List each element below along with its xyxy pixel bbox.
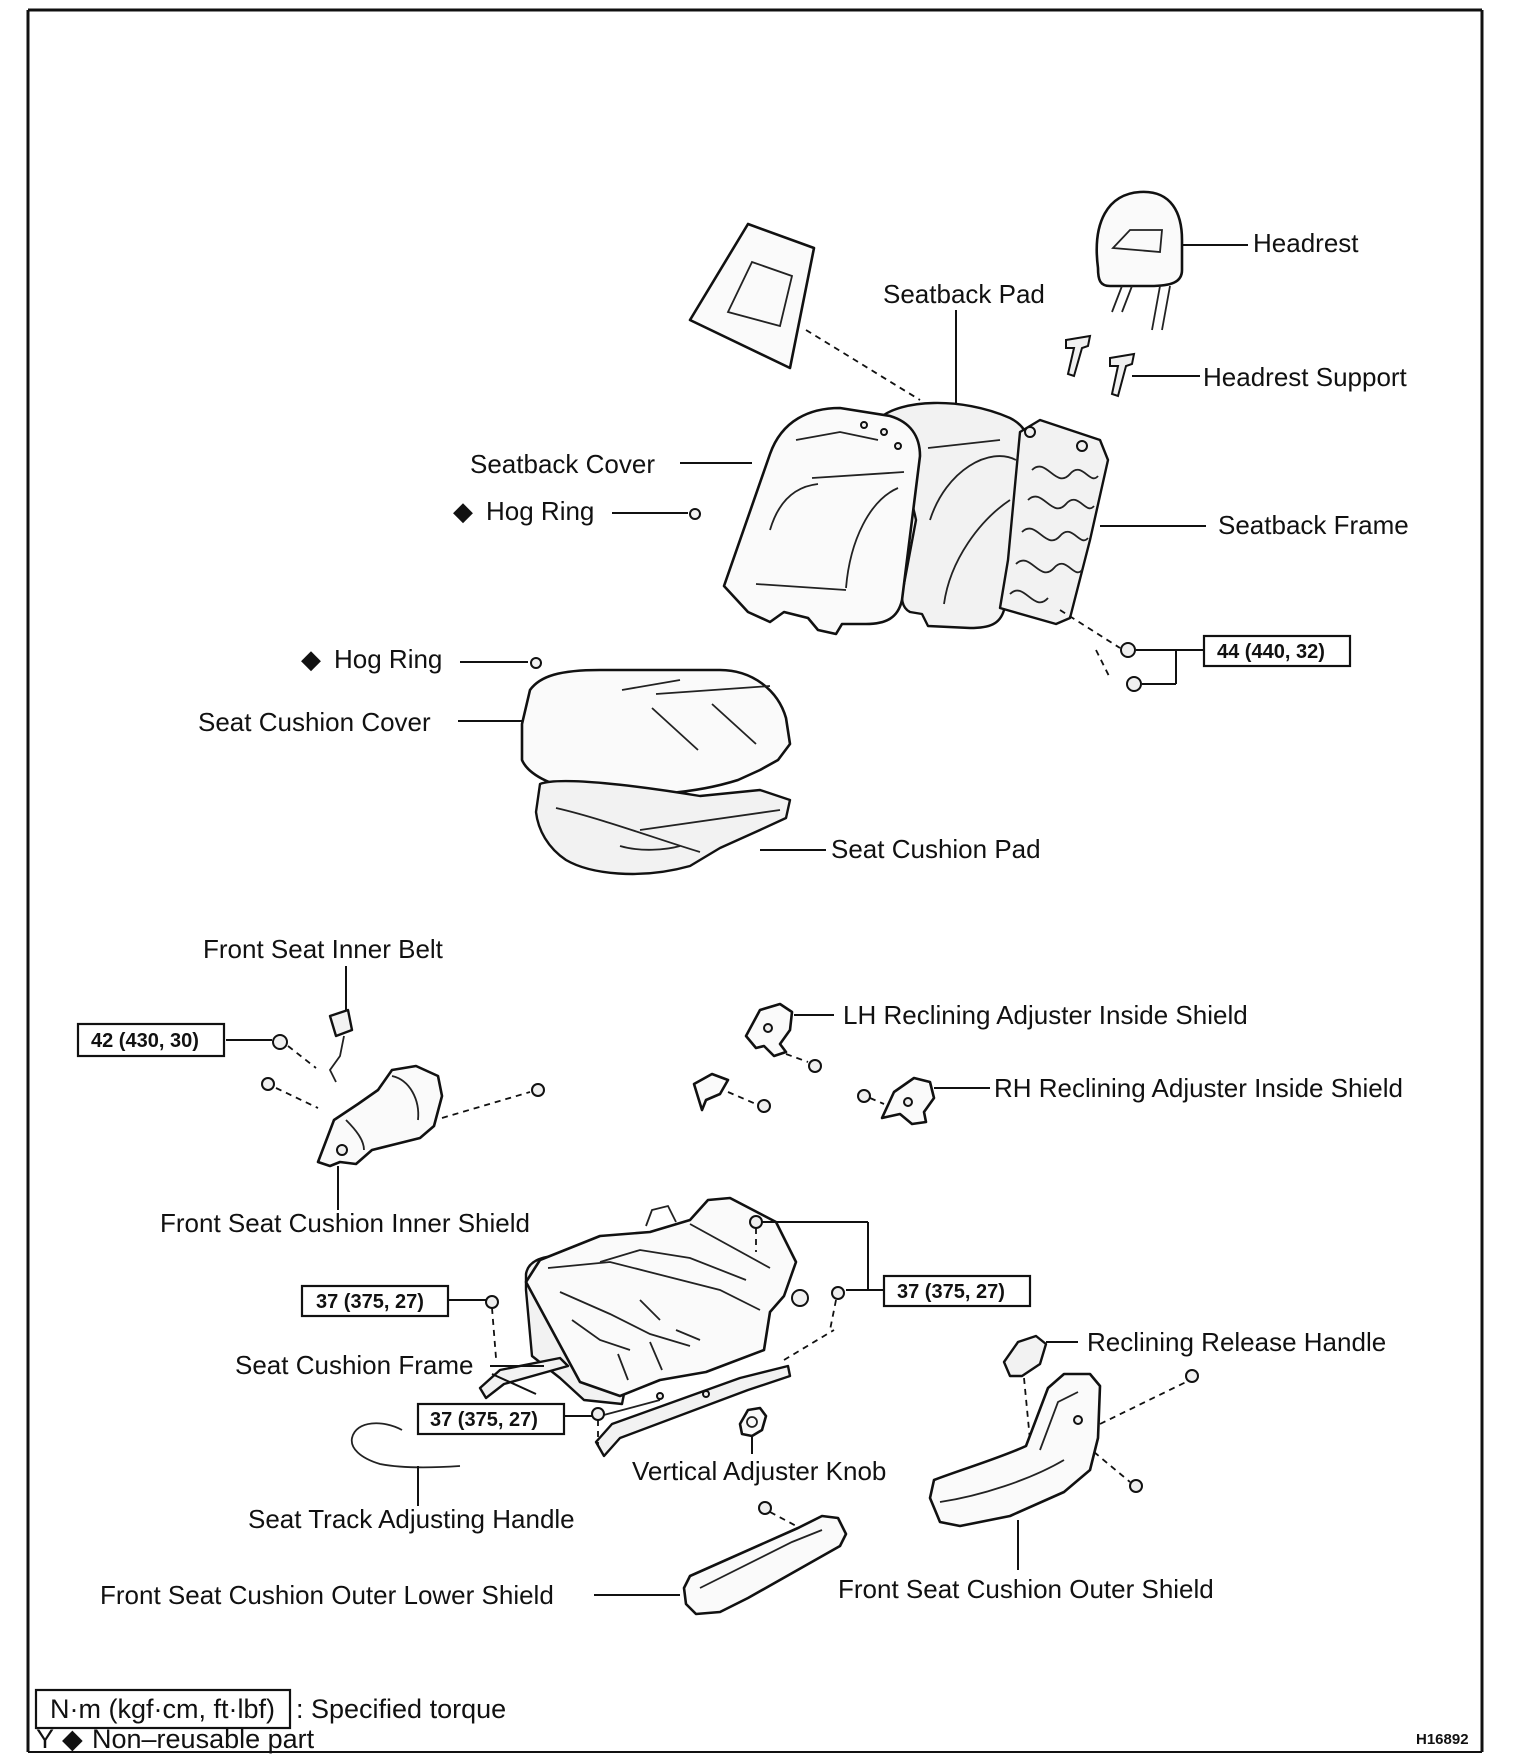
figure-code: H16892: [1416, 1731, 1469, 1748]
seatback-pad-insert: [688, 222, 816, 370]
inner-belt-bolt: [272, 1034, 288, 1050]
seat-cushion-frame-label: Seat Cushion Frame: [235, 1350, 473, 1380]
hog-ring-upper-label: Hog Ring: [486, 496, 594, 526]
front-seat-cushion-outer-shield-label: Front Seat Cushion Outer Shield: [838, 1574, 1214, 1604]
legend-nonreusable-marker: ◆: [62, 1724, 83, 1754]
headrest-part: [1095, 190, 1184, 331]
legend-unit-text: N·m (kgf·cm, ft·lbf): [50, 1694, 275, 1724]
outer-shield-bolt-top: [1185, 1369, 1199, 1383]
rh-reclining-shield-label: RH Reclining Adjuster Inside Shield: [994, 1073, 1403, 1103]
frame-bolt-left: [485, 1295, 499, 1309]
torque-seatback-frame: 44 (440, 32): [1217, 641, 1325, 663]
frame-bolt-top: [749, 1215, 763, 1229]
reclining-release-handle-label: Reclining Release Handle: [1087, 1327, 1386, 1357]
hog-ring-lower-icon: [530, 657, 542, 669]
reclining-bracket-part: [692, 1072, 730, 1112]
rh-shield-bolt: [857, 1089, 871, 1103]
legend-nonreusable-prefix: Y: [36, 1724, 54, 1754]
seat-cushion-frame-part: [524, 1196, 809, 1406]
hog-ring-lower-label: Hog Ring: [334, 644, 442, 674]
legend: N·m (kgf·cm, ft·lbf) : Specified torque …: [34, 1688, 506, 1754]
vertical-adjuster-knob-part: [738, 1406, 768, 1438]
front-seat-cushion-inner-shield-label: Front Seat Cushion Inner Shield: [160, 1208, 530, 1238]
torque-box-seatback-frame: [1202, 634, 1352, 668]
front-seat-inner-belt-label: Front Seat Inner Belt: [203, 934, 444, 964]
headrest-support-label: Headrest Support: [1203, 362, 1408, 392]
legend-nonreusable-text: Non–reusable part: [92, 1724, 315, 1754]
page-frame: [26, 8, 1484, 1753]
seatback-cover-part: [722, 406, 922, 636]
lh-reclining-shield-part: [744, 1002, 794, 1058]
torque-track: 37 (375, 27): [430, 1409, 538, 1431]
vertical-adjuster-knob-label: Vertical Adjuster Knob: [632, 1456, 886, 1486]
front-seat-cushion-outer-shield-part: [928, 1372, 1102, 1528]
reclining-release-handle-part: [1002, 1334, 1048, 1378]
front-seat-cushion-outer-lower-shield-part: [682, 1514, 848, 1616]
hog-ring-lower-marker: ◆: [301, 644, 321, 674]
torque-box-inner-belt: [76, 1022, 226, 1058]
lh-reclining-shield-label: LH Reclining Adjuster Inside Shield: [843, 1000, 1248, 1030]
track-bolt: [591, 1407, 605, 1421]
torque-box-frame-right: [882, 1274, 1032, 1308]
outer-shield-bolt-lower: [1129, 1479, 1143, 1493]
headrest-support-part: [1065, 334, 1136, 398]
seat-cushion-pad-part: [534, 779, 792, 876]
rh-reclining-shield-part: [880, 1076, 936, 1126]
torque-box-track: [416, 1402, 566, 1436]
front-seat-inner-belt-part: [328, 1008, 354, 1083]
inner-shield-bolt-right: [531, 1083, 545, 1097]
front-seat-cushion-inner-shield-part: [316, 1064, 444, 1168]
bracket-bolt: [757, 1099, 771, 1113]
seat-cushion-cover-label: Seat Cushion Cover: [198, 707, 431, 737]
seatback-frame-bolts: [1059, 609, 1142, 692]
seatback-pad-label: Seatback Pad: [883, 279, 1045, 309]
lh-shield-bolt: [808, 1059, 822, 1073]
hog-ring-upper-icon: [689, 508, 701, 520]
torque-box-frame-left: [300, 1284, 450, 1318]
hog-ring-upper-marker: ◆: [453, 496, 473, 526]
outer-lower-shield-bolt: [758, 1501, 772, 1515]
front-seat-cushion-outer-lower-shield-label: Front Seat Cushion Outer Lower Shield: [100, 1580, 554, 1610]
seatback-frame-label: Seatback Frame: [1218, 510, 1409, 540]
seatback-frame-part: [998, 418, 1110, 626]
seat-cushion-pad-label: Seat Cushion Pad: [831, 834, 1041, 864]
legend-specified-torque: : Specified torque: [296, 1694, 506, 1724]
torque-frame-right: 37 (375, 27): [897, 1281, 1005, 1303]
frame-bolt-right: [831, 1286, 845, 1300]
seat-track-adjusting-handle-label: Seat Track Adjusting Handle: [248, 1504, 575, 1534]
torque-frame-left: 37 (375, 27): [316, 1291, 424, 1313]
legend-unit-box: [34, 1688, 292, 1730]
headrest-label: Headrest: [1253, 228, 1359, 258]
torque-inner-belt: 42 (430, 30): [91, 1030, 199, 1052]
seat-track-part: [478, 1356, 792, 1458]
inner-shield-bolt-left: [261, 1077, 275, 1091]
seatback-cover-label: Seatback Cover: [470, 449, 655, 479]
seat-cushion-cover-part: [520, 668, 792, 796]
